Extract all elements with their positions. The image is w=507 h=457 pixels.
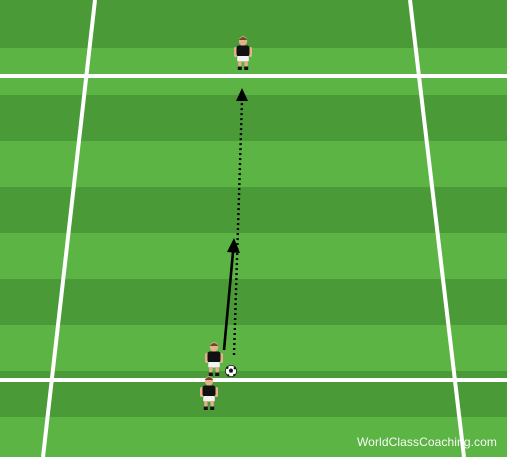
ball-panel xyxy=(226,366,229,369)
player-waiting xyxy=(200,376,218,410)
run-arrowhead xyxy=(227,238,240,253)
ball xyxy=(224,364,237,377)
player-hair xyxy=(204,377,214,380)
player-receiver xyxy=(234,36,252,70)
ball-panel xyxy=(233,367,236,370)
player-shirt xyxy=(202,385,216,397)
ball-panel xyxy=(233,373,236,377)
player-leg xyxy=(210,401,214,408)
watermark: WorldClassCoaching.com xyxy=(356,435,497,449)
player-leg xyxy=(244,61,248,68)
ball-panel xyxy=(228,368,234,373)
player-boot xyxy=(237,66,242,70)
pitch-stripe xyxy=(0,0,507,48)
player-boot xyxy=(208,372,213,376)
pitch-stripe xyxy=(0,279,507,325)
player-shirt xyxy=(236,45,250,57)
pitch-stripe xyxy=(0,187,507,233)
player-shirt xyxy=(207,351,221,363)
player-shorts xyxy=(203,396,215,402)
player-arm xyxy=(219,353,223,363)
player-boot xyxy=(210,406,215,410)
player-leg xyxy=(238,61,242,68)
player-arm xyxy=(248,47,252,57)
pass-arrowhead xyxy=(236,88,248,101)
player-boot xyxy=(203,406,208,410)
pitch-stripe xyxy=(0,95,507,141)
player-hair xyxy=(209,343,219,346)
player-leg xyxy=(204,401,208,408)
run-arrow-line xyxy=(222,251,235,351)
movement-arrows xyxy=(222,88,248,356)
player-hair xyxy=(238,37,248,40)
ball-panel xyxy=(227,374,230,377)
pitch-stripe xyxy=(0,371,507,417)
player-arm xyxy=(234,47,238,57)
right-sideline xyxy=(408,0,466,457)
player-arm xyxy=(214,387,218,397)
player-arm xyxy=(200,387,204,397)
player-leg xyxy=(209,367,213,374)
player-boot xyxy=(215,372,220,376)
player-passer xyxy=(205,342,223,376)
players xyxy=(200,36,252,410)
player-arm xyxy=(205,353,209,363)
player-boot xyxy=(244,66,249,70)
player-shorts xyxy=(208,362,220,368)
player-shorts xyxy=(237,56,249,62)
left-sideline xyxy=(41,0,97,457)
player-leg xyxy=(215,367,219,374)
